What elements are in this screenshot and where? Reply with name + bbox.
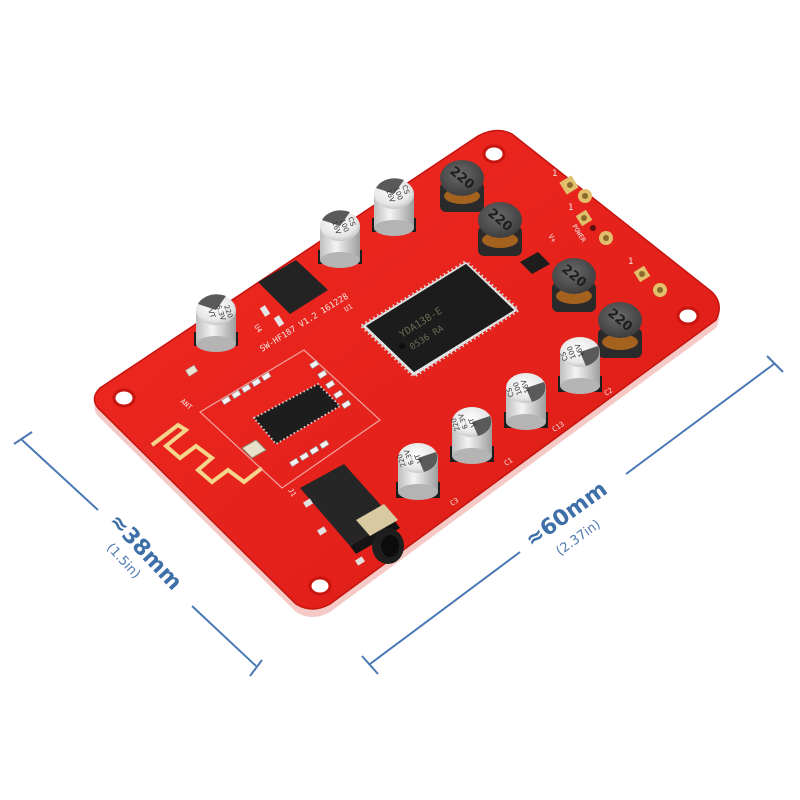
cap-bottom-2-line3: VT <box>467 416 478 428</box>
cap-bottom-3-line1: CS <box>505 386 516 398</box>
dimension-length-cap-lower <box>361 655 379 675</box>
capacitor-top-left: 220 6.3V VT <box>194 294 238 352</box>
cap-top-mid-line1: CS <box>346 216 357 228</box>
silk-c2: C2 <box>603 386 614 397</box>
capacitor-bottom-3: CS 100 16V <box>504 373 548 430</box>
audio-jack-3-5mm: J1 <box>286 464 404 566</box>
dimension-length-line-upper <box>625 363 775 475</box>
silk-c3: C3 <box>449 496 460 507</box>
inductor-3: 220 <box>552 258 596 312</box>
mounting-hole-left <box>112 388 136 408</box>
silk-c1: C1 <box>503 456 514 467</box>
dimension-length-cap-upper <box>766 355 784 373</box>
board-surface <box>93 129 720 610</box>
mounting-holes <box>112 144 700 596</box>
capacitor-top-mid: CS 100 16V <box>318 210 362 268</box>
inductor-1: 220 <box>440 160 484 212</box>
cap-top-left-line3: VT <box>206 308 217 320</box>
silk-u4: U4 <box>252 323 263 334</box>
dimension-width-cap-upper <box>13 431 33 445</box>
amplifier-ic-yda138: YDA138-E 0536 RA U1 <box>343 259 522 379</box>
terminal-right-speaker: 1 <box>552 169 592 203</box>
dimension-width-cap-lower <box>249 659 263 677</box>
cap-bottom-1-line3: VT <box>413 452 424 464</box>
dimension-width-line-lower <box>191 605 257 667</box>
voltage-regulator-u4: U4 <box>252 260 328 334</box>
inductor-2: 220 <box>478 202 522 256</box>
silk-vplus: V+ <box>546 233 557 244</box>
mounting-hole-bottom <box>308 576 332 596</box>
silk-j1: J1 <box>286 487 297 498</box>
mounting-hole-top <box>482 144 506 164</box>
smd-components <box>185 359 352 468</box>
capacitor-top-right: CS 100 16V <box>372 178 416 236</box>
bluetooth-antenna-trace <box>150 422 264 485</box>
cap-top-right-line1: CS <box>400 184 411 196</box>
inductor-4: 220 <box>598 302 642 358</box>
terminal-left-pin1: 1 <box>628 257 633 267</box>
dimension-width-line-upper <box>21 439 99 511</box>
capacitor-bottom-4: CS 100 16V <box>558 337 602 394</box>
capacitor-bottom-1: 220 6.3V VT <box>396 443 440 500</box>
dimension-length-line-lower <box>369 551 521 665</box>
pcb-board: ANT <box>93 129 720 617</box>
silk-u1: U1 <box>343 302 354 313</box>
terminal-power-pin1: 1 <box>568 203 573 213</box>
bluetooth-chip <box>252 382 342 446</box>
crystal-oscillator <box>241 439 267 459</box>
terminal-left-speaker: 1 <box>628 257 667 297</box>
mounting-hole-right <box>676 306 700 326</box>
cap-bottom-4-line1: CS <box>559 350 570 362</box>
capacitor-bottom-2: 220 6.3V VT <box>450 407 494 464</box>
protection-diode <box>520 252 550 274</box>
bt-module-outline <box>199 349 381 489</box>
terminal-right-pin1: 1 <box>552 169 557 179</box>
